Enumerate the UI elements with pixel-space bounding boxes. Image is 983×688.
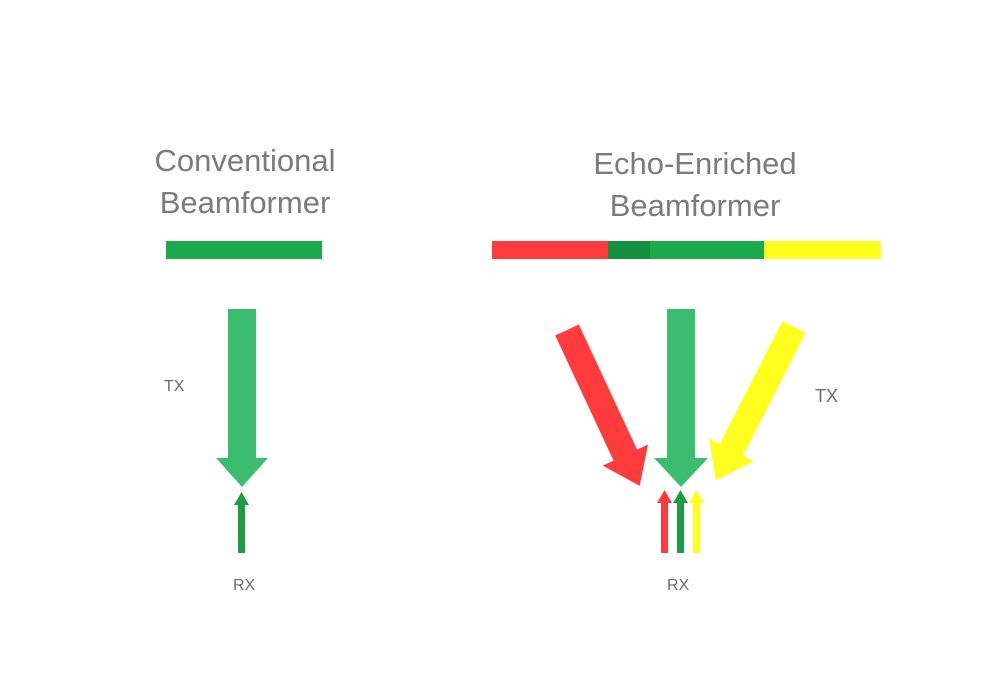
conventional-tx-arrow: [216, 309, 268, 487]
echo-enriched-beam-bar: [492, 241, 881, 259]
conventional-beam-bar: [166, 241, 322, 259]
echo-green-tx-arrow: [654, 309, 708, 487]
conventional-rx-arrow: [234, 492, 249, 553]
conventional-title-line1: Conventional: [154, 143, 336, 178]
conventional-rx-label: RX: [233, 577, 256, 594]
echo-yellow-tx-arrow: [709, 321, 806, 481]
echo-rx-red-arrow: [657, 490, 672, 553]
echo-enriched-title-line1: Echo-Enriched: [593, 146, 797, 181]
echo-red-tx-arrow: [555, 324, 648, 486]
echo-rx-yellow-arrow: [689, 490, 704, 553]
echo-enriched-rx-label: RX: [667, 577, 690, 594]
conventional-title-line2: Beamformer: [159, 185, 331, 220]
echo-enriched-title-line2: Beamformer: [609, 188, 781, 223]
beam-bar-dark-green-segment: [608, 241, 650, 259]
beam-bar-green-segment: [650, 241, 764, 259]
conventional-beamformer-title: Conventional Beamformer: [95, 140, 395, 224]
beam-bar-yellow-segment: [764, 241, 881, 259]
echo-enriched-tx-label: TX: [815, 386, 839, 406]
echo-enriched-beamformer-title: Echo-Enriched Beamformer: [545, 143, 845, 227]
echo-rx-green-arrow: [673, 490, 688, 553]
conventional-tx-label: TX: [164, 378, 185, 395]
beam-bar-red-segment: [492, 241, 608, 259]
